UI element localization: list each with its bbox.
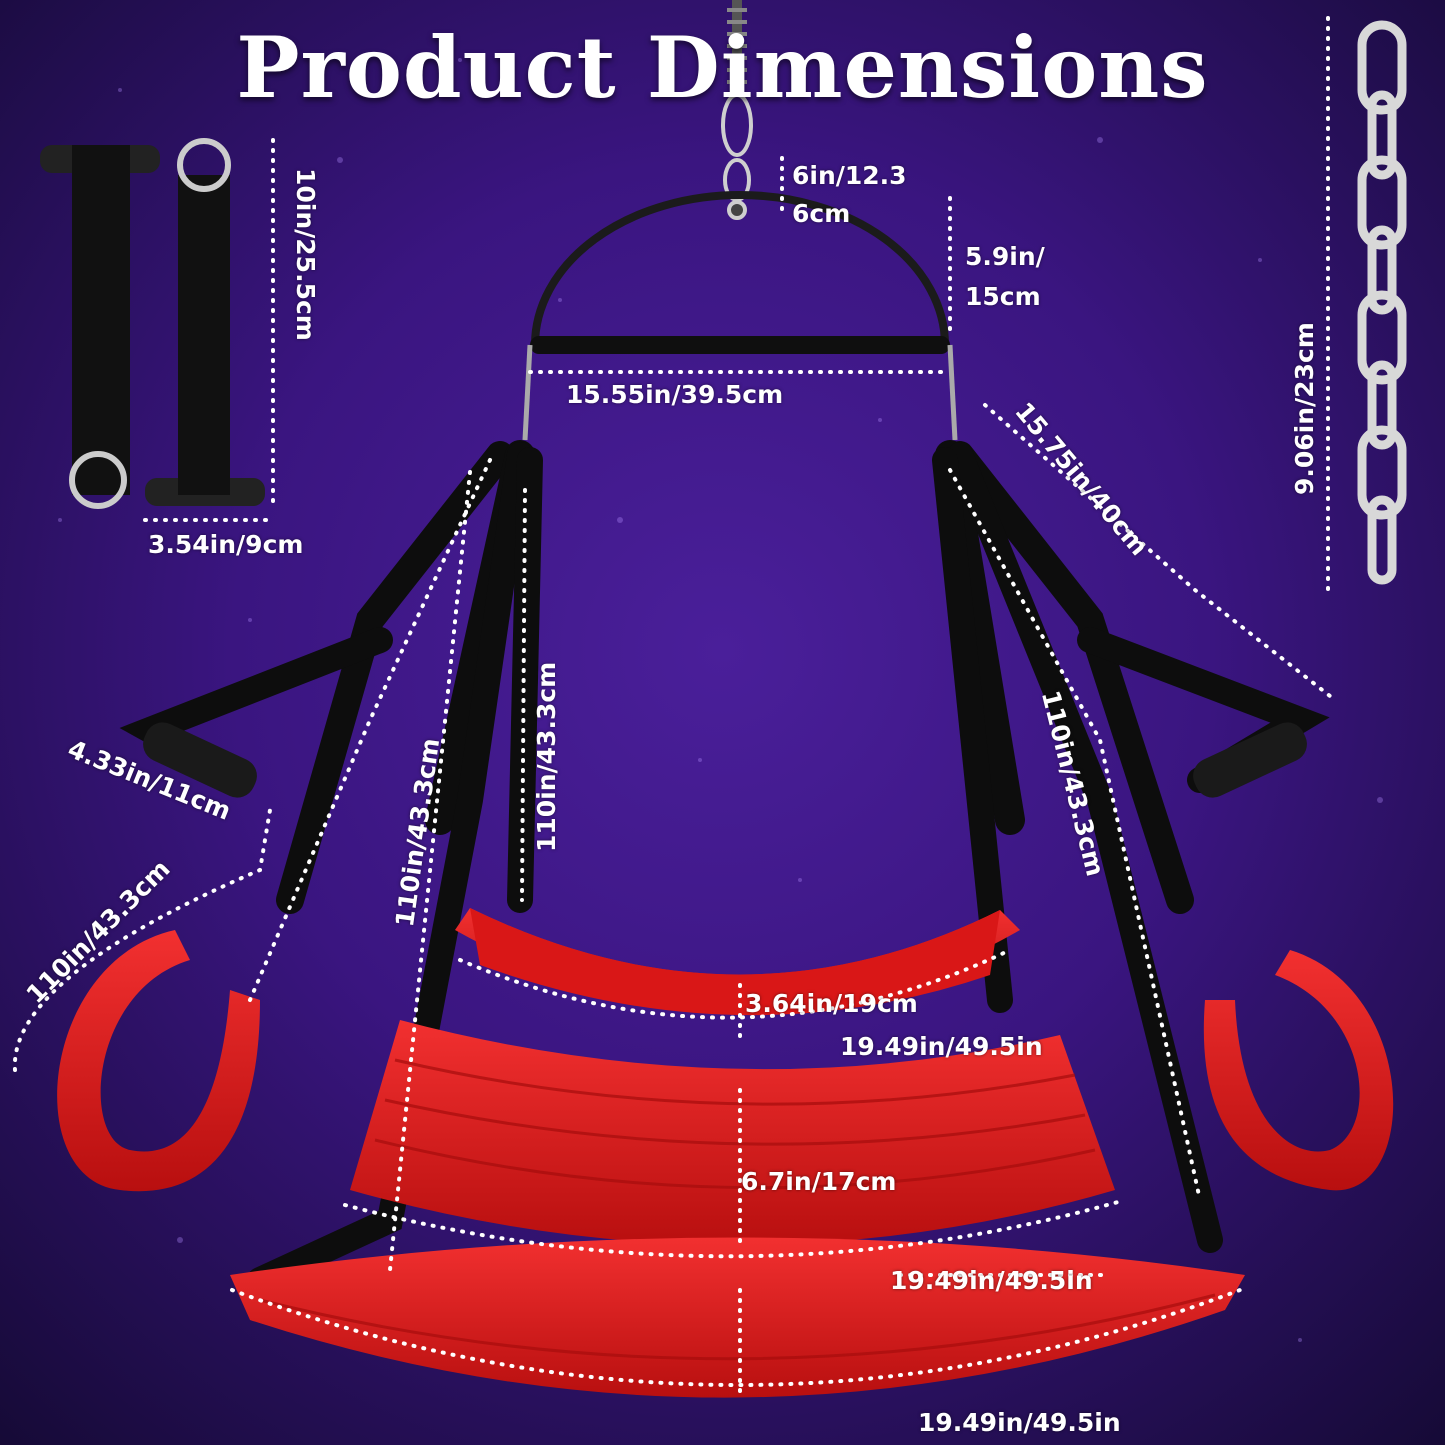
back-pad-width-label: 19.49in/49.5in xyxy=(840,1032,1043,1061)
bar-width-label: 15.55in/39.5cm xyxy=(566,380,784,409)
page-title: Product Dimensions xyxy=(236,18,1209,117)
hook-height-label-2: 6cm xyxy=(792,199,851,228)
back-pad xyxy=(455,908,1020,1016)
seat-width-label: 19.49in/49.5in xyxy=(890,1266,1093,1295)
grip-handles xyxy=(143,722,1307,798)
measure-lines xyxy=(12,16,1337,1402)
hook-height-label-1: 6in/12.3 xyxy=(792,161,907,190)
stars xyxy=(58,58,1383,1342)
leg-cuffs xyxy=(57,930,1394,1192)
spreader-bar xyxy=(522,191,958,441)
handle-strap-icon xyxy=(40,138,265,509)
seat-height-label: 6.7in/17cm xyxy=(741,1167,897,1196)
straps xyxy=(119,440,1330,1293)
back-pad-height-label: 3.64in/19cm xyxy=(745,989,918,1018)
bottom-width-label: 19.49in/49.5in xyxy=(918,1408,1121,1437)
seat-pad xyxy=(350,1020,1115,1245)
chain-length-label: 9.06in/23cm xyxy=(1290,322,1319,495)
handle-width-label: 3.54in/9cm xyxy=(148,530,304,559)
chain-icon xyxy=(1357,20,1407,585)
spring-hook-icon xyxy=(721,0,753,220)
arc-height-label-1: 5.9in/ xyxy=(965,242,1045,271)
arc-height-label-2: 15cm xyxy=(965,282,1041,311)
handle-length-label: 10in/25.5cm xyxy=(291,168,320,341)
strap-center-right-label: 110in/43.3cm xyxy=(532,661,561,852)
